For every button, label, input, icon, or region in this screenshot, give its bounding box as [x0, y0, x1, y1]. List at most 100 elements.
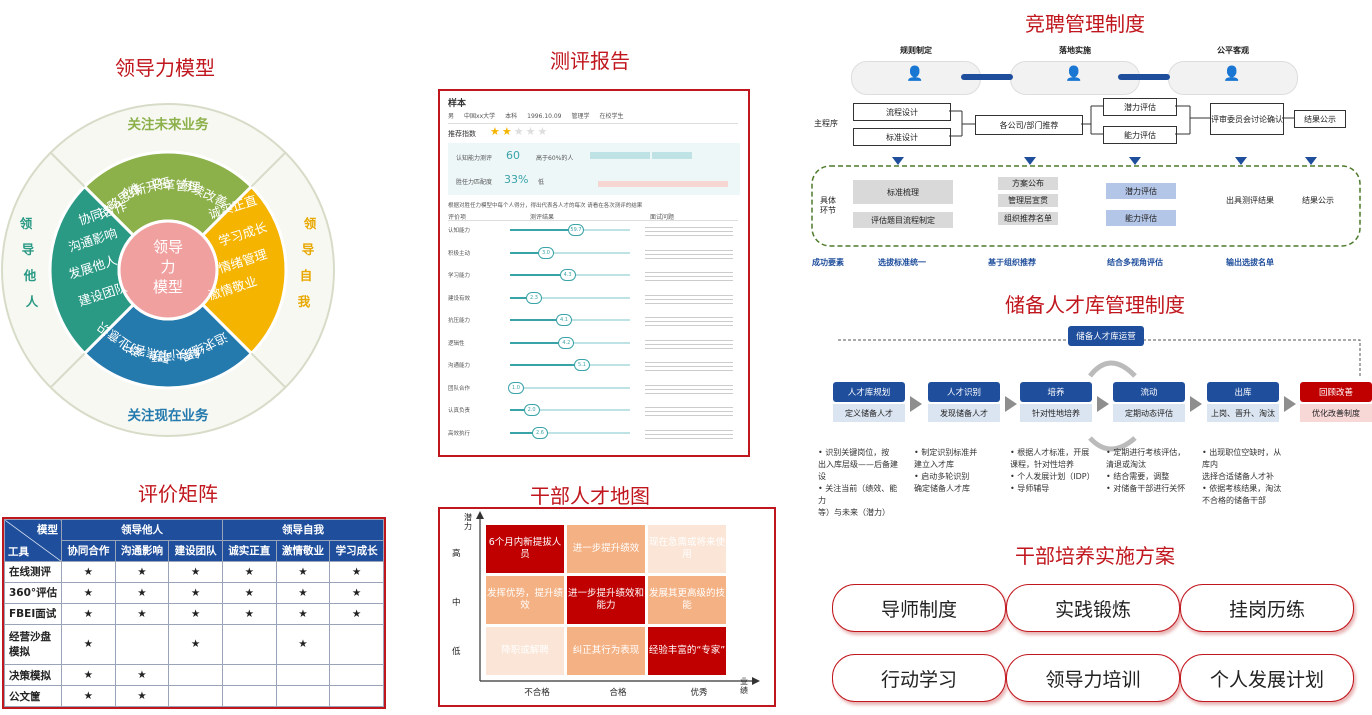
matrix-cell: ★: [275, 602, 331, 625]
report-row-question: [645, 404, 733, 418]
matrix-col-1: 沟通影响: [114, 539, 170, 562]
talent-cell: 现在急需或将来使用: [648, 525, 726, 573]
matrix-col-2: 建设团队: [168, 539, 223, 562]
training-item: 领导力培训: [1006, 654, 1180, 702]
wheel-outer-right-2: 自: [300, 268, 313, 283]
report-name: 样本: [448, 99, 467, 109]
recommend-stars: ★★★★★: [490, 125, 549, 138]
report-row-question: [645, 314, 733, 328]
training-item: 行动学习: [832, 654, 1006, 702]
talent-x-tick: 优秀: [690, 688, 708, 698]
matrix-cell: ★: [61, 623, 116, 666]
matrix-cell: ★: [275, 623, 331, 666]
report-col-1: 评价项: [448, 214, 467, 221]
talent-x-axis: 业绩: [740, 677, 748, 695]
report-row-fill: [510, 341, 567, 344]
talent-cell: 经验丰富的“专家”: [648, 627, 726, 675]
reserve-step-sub: 发现储备人才: [928, 404, 1000, 422]
reserve-step-sub: 上岗、晋升、淘汰: [1207, 404, 1279, 422]
matrix-cell: ★: [114, 685, 170, 707]
right-arrow-icon: [1284, 396, 1296, 412]
report-row-fill: [510, 431, 540, 434]
right-arrow-icon: [1097, 396, 1109, 412]
matrix-group-right: 领导自我: [221, 519, 385, 541]
comp-detail-box: 评估题目流程制定: [853, 212, 953, 228]
right-arrow-icon: [1190, 396, 1202, 412]
reserve-note-line: • 出现职位空缺时，从库内: [1202, 448, 1282, 469]
comp-box: 各公司/部门推荐: [975, 115, 1083, 135]
matrix-row: FBEI面试★★★★★★: [4, 602, 384, 625]
person-icon: 👤: [906, 66, 924, 82]
matrix-cell: ★: [168, 560, 223, 583]
competition-title: 竞聘管理制度: [1025, 12, 1145, 36]
reserve-note-line: • 结合需要，调整: [1106, 472, 1170, 481]
report-info-3: 1996.10.09: [527, 113, 562, 120]
reserve-note-line: 出入库层级——后备建设: [818, 460, 898, 481]
report-info-2: 本科: [505, 113, 518, 120]
report-info-1: 中国xx大学: [464, 113, 496, 120]
matrix-row-label: 360°评估: [4, 581, 62, 604]
cog-value: 60: [506, 149, 520, 162]
wheel-blue-item-2: 解决问题: [149, 345, 201, 364]
reserve-note-line: 不合格的储备干部: [1202, 496, 1266, 505]
pers-label: 胜任力匹配度: [456, 179, 493, 186]
matrix-cell: ★: [61, 560, 116, 583]
comp-success-label: 成功要素: [812, 258, 844, 267]
comp-box: 潜力评估: [1103, 98, 1177, 116]
matrix-cell: ★: [114, 560, 170, 583]
report-row-question: [645, 381, 733, 396]
evaluation-matrix-table: 模型工具领导他人领导自我协同合作沟通影响建设团队诚实正直激情敬业学习成长在线测评…: [2, 517, 386, 709]
comp-phase-label: 落地实施: [1059, 46, 1091, 55]
report-row-score: 59.7: [568, 224, 584, 236]
recommend-star: ★: [537, 125, 548, 138]
matrix-col-4: 激情敬业: [275, 539, 331, 562]
leadership-model-title: 领导力模型: [115, 56, 215, 80]
report-info-0: 男: [448, 113, 455, 120]
report-row-label: 学习能力: [448, 273, 471, 279]
comp-box: 评审委员会讨论确认: [1210, 103, 1284, 135]
talent-y-tick: 中: [452, 598, 461, 608]
reserve-note: • 出现职位空缺时，从库内选择合适储备人才补• 依据考核结果，淘汰不合格的储备干…: [1202, 447, 1284, 507]
comp-box: 能力评估: [1103, 126, 1177, 144]
comp-phase-label: 公平客观: [1217, 46, 1249, 55]
comp-detail-box: 方案公布: [998, 177, 1058, 190]
reserve-note-line: 建立入才库: [914, 460, 954, 469]
matrix-cell: [221, 664, 277, 687]
reserve-step-sub: 优化改善制度: [1300, 404, 1372, 422]
comp-phase-label: 规则制定: [900, 46, 932, 55]
recommend-star: ★: [501, 125, 512, 138]
report-row-label: 抗压能力: [448, 318, 471, 324]
pers-note: 低: [538, 179, 545, 186]
matrix-col-5: 学习成长: [329, 539, 384, 562]
comp-success-item: 输出选拔名单: [1226, 258, 1274, 267]
reserve-step-title: 回顾改善: [1300, 382, 1372, 402]
recommend-label: 推荐指数: [448, 130, 476, 138]
comp-box: 结果公示: [1294, 110, 1346, 128]
matrix-row-label: 经营沙盘模拟: [4, 623, 62, 666]
talent-x-tick: 合格: [609, 688, 627, 698]
reserve-note-line: • 启动多轮识别: [914, 472, 970, 481]
report-row-fill: [510, 409, 532, 411]
report-row-score: 4.1: [556, 314, 572, 326]
talent-y-axis: 潜力: [464, 513, 472, 531]
matrix-cell: [221, 623, 277, 666]
matrix-cell: ★: [168, 623, 223, 666]
comp-detail-box: 潜力评估: [1106, 183, 1176, 199]
evaluation-matrix-title: 评价矩阵: [138, 482, 218, 506]
comp-connector: [961, 74, 1013, 80]
wheel-outer-right-1: 导: [302, 242, 315, 257]
matrix-cell: ★: [61, 664, 116, 687]
matrix-cell: ★: [61, 581, 116, 604]
comp-success-item: 结合多视角评估: [1107, 258, 1163, 267]
right-arrow-icon: [910, 396, 922, 412]
report-row-label: 积极主动: [448, 250, 471, 257]
down-arrow-icon: [1024, 157, 1036, 165]
talent-y-tick: 低: [452, 647, 461, 657]
wheel-outer-right-3: 我: [298, 294, 311, 309]
matrix-cell: ★: [168, 581, 223, 604]
down-arrow-icon: [1235, 157, 1247, 165]
report-row-score: 4.3: [559, 269, 576, 281]
matrix-group-left: 领导他人: [61, 519, 223, 541]
